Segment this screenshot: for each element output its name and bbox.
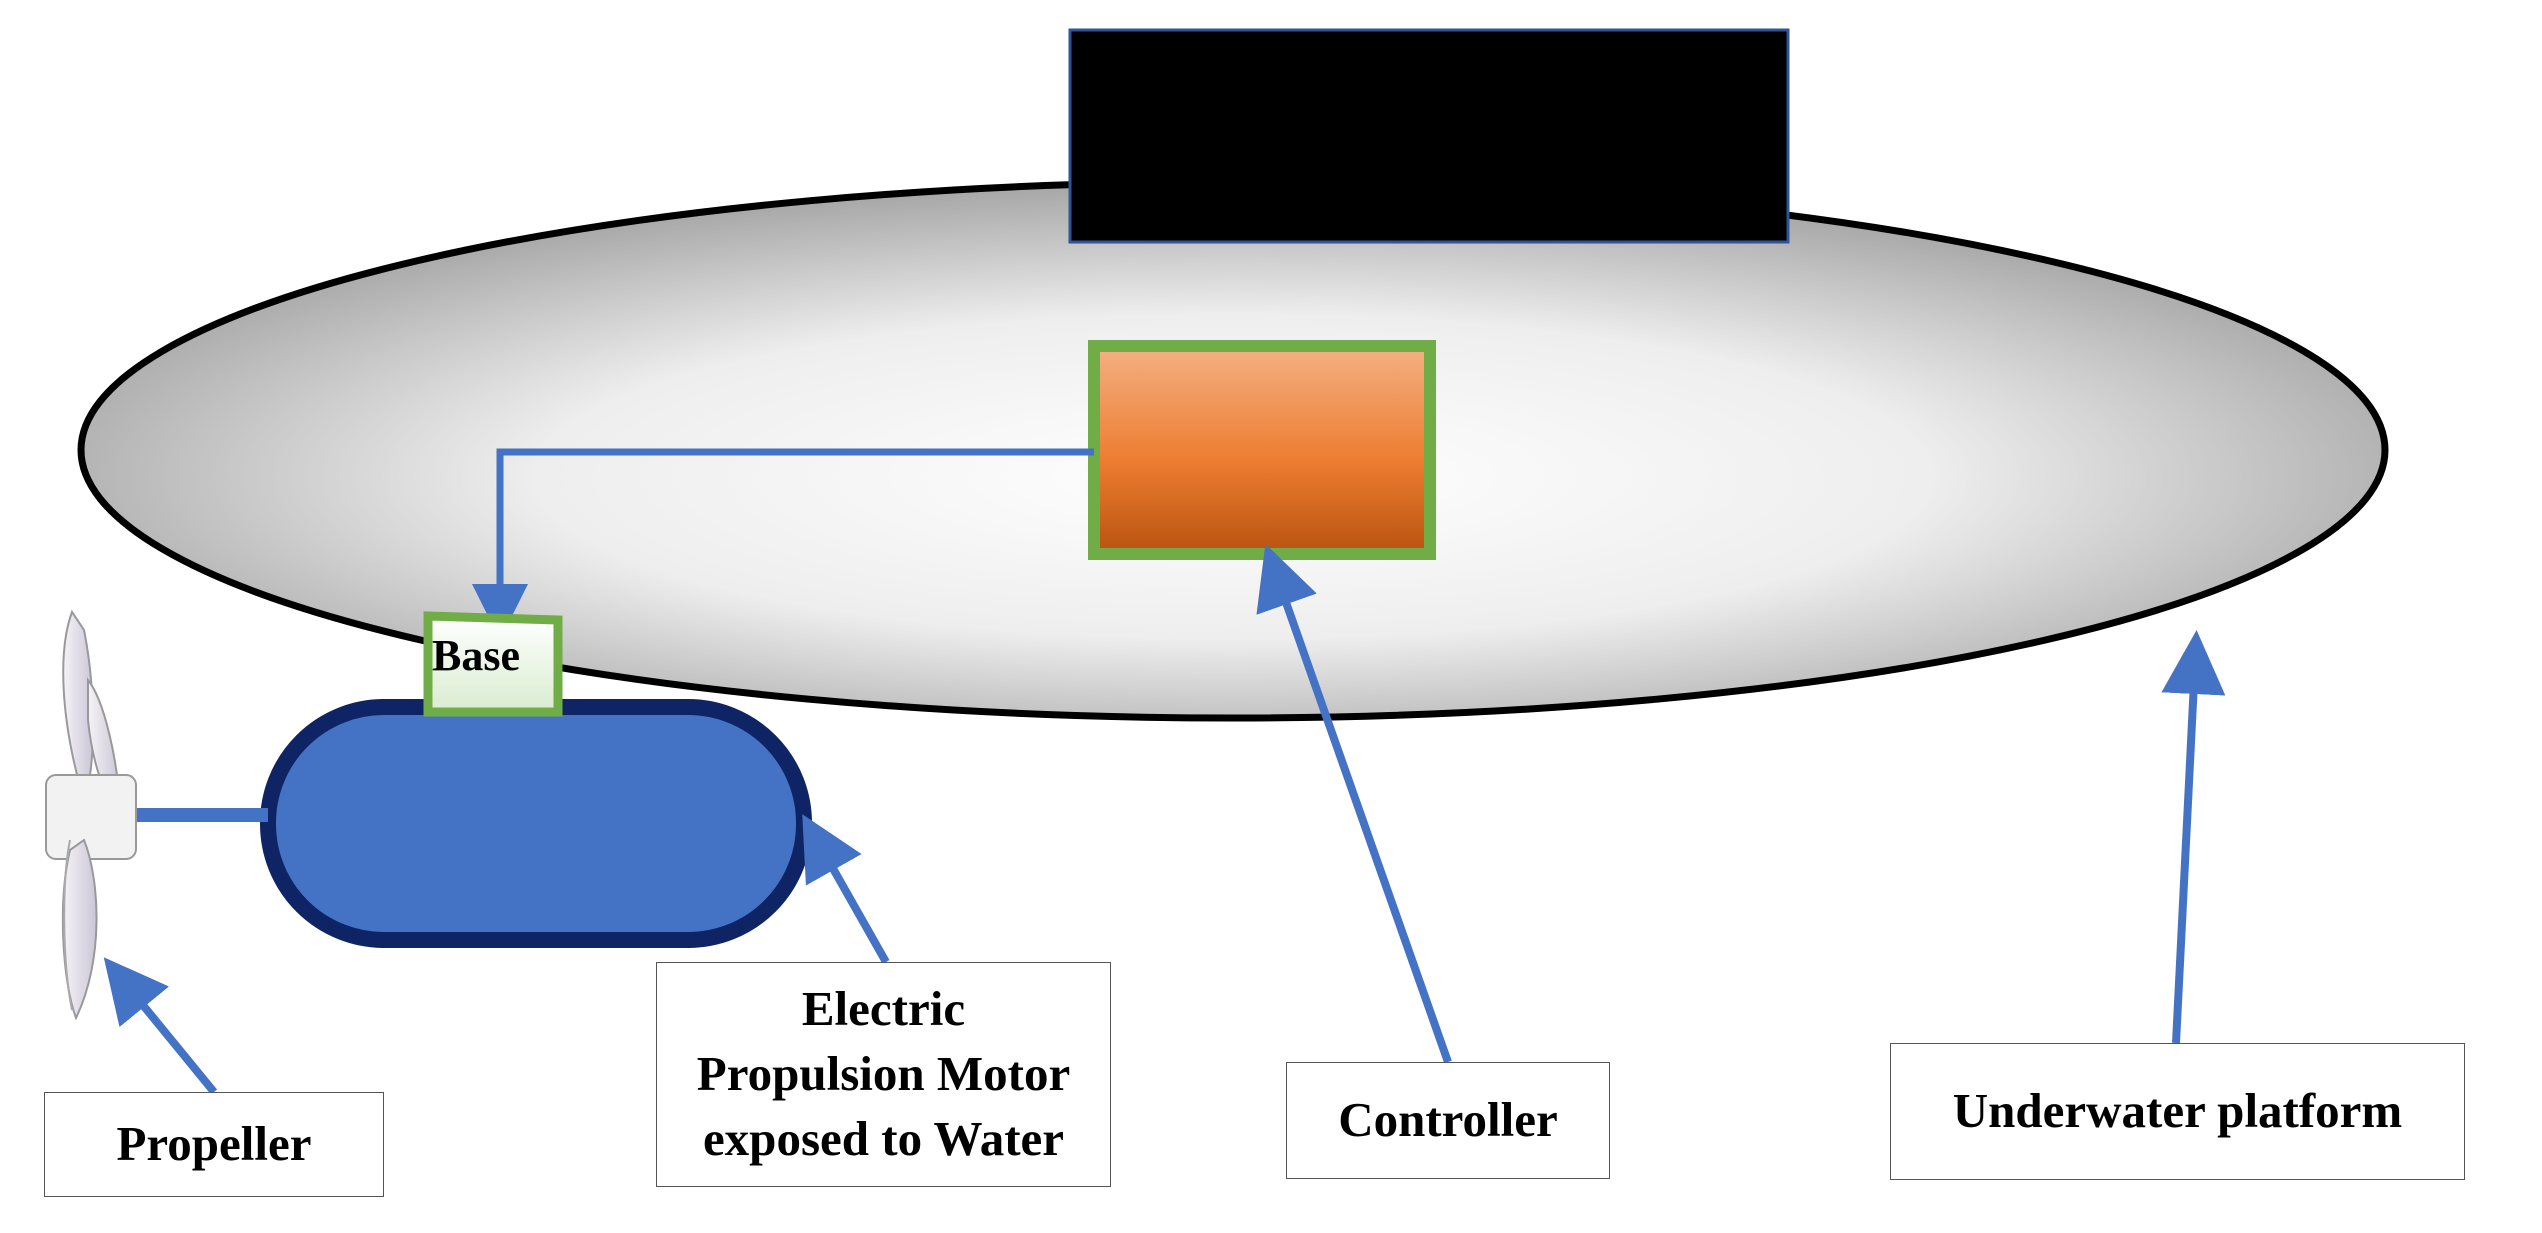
motor-body [260,699,812,948]
propeller-label-box: Propeller [44,1092,384,1197]
propeller-arrow [103,957,218,1095]
propeller-label: Propeller [116,1116,312,1172]
platform-label-box: Underwater platform [1890,1043,2465,1180]
motor-arrow [802,814,890,964]
propeller-icon [45,609,137,1021]
controller-label-box: Controller [1286,1062,1610,1179]
base-mount [423,611,563,717]
controller-arrow [1256,543,1452,1064]
controller-box [1088,340,1436,560]
motor-label-line1: Electric [801,981,966,1037]
base-label: Base [432,631,520,680]
controller-label: Controller [1338,1092,1558,1148]
motor-label-line2: Propulsion Motor [696,1046,1071,1102]
motor-label-box: Electric Propulsion Motor exposed to Wat… [656,962,1111,1187]
motor-label-line3: exposed to Water [702,1110,1065,1166]
platform-label: Underwater platform [1952,1083,2403,1139]
platform-arrow [2161,630,2226,1044]
redaction-block [1068,28,1790,244]
controller-to-base-wire [472,448,1094,640]
